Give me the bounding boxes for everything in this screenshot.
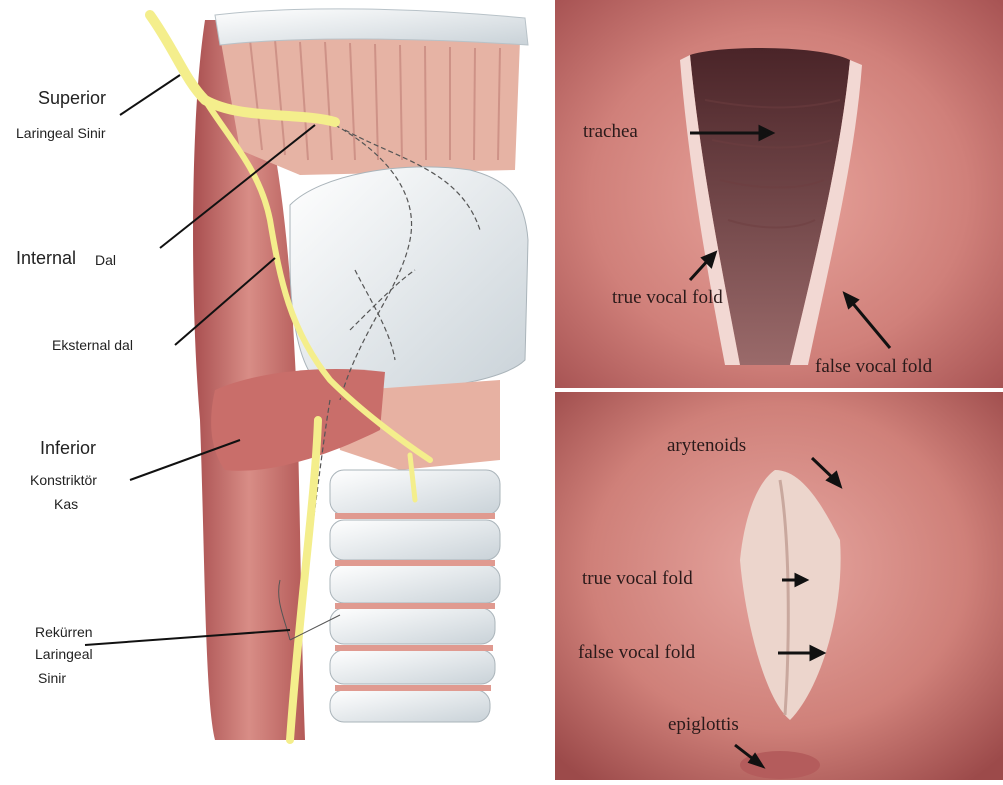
left-anatomy-panel [85,9,528,740]
label-true-vocal-fold-top: true vocal fold [612,287,723,309]
label-false-vocal-fold-top: false vocal fold [815,356,932,378]
label-epiglottis: epiglottis [668,714,739,736]
label-internal: Internal [16,248,76,269]
label-internal-dal: Dal [95,252,116,268]
label-sinir: Sinir [38,670,66,686]
label-superior-laryngeal-nerve: Laringeal Sinir [16,125,106,141]
panel-divider [555,388,1003,392]
label-rekurren: Rekürren [35,624,93,640]
tracheal-rings [330,470,500,722]
label-konstriktor: Konstriktör [30,472,97,488]
label-eksternal-dal: Eksternal dal [52,337,133,353]
label-superior: Superior [38,88,106,109]
label-kas: Kas [54,496,78,512]
label-laringeal: Laringeal [35,646,93,662]
label-inferior: Inferior [40,438,96,459]
thyroid-cartilage [290,167,528,393]
label-trachea: trachea [583,121,638,143]
top-right-laryngoscopy [555,0,1003,390]
epiglottis-shape [740,751,820,779]
label-false-vocal-fold-bottom: false vocal fold [578,642,695,664]
label-true-vocal-fold-bottom: true vocal fold [582,568,693,590]
label-arytenoids: arytenoids [667,435,746,457]
